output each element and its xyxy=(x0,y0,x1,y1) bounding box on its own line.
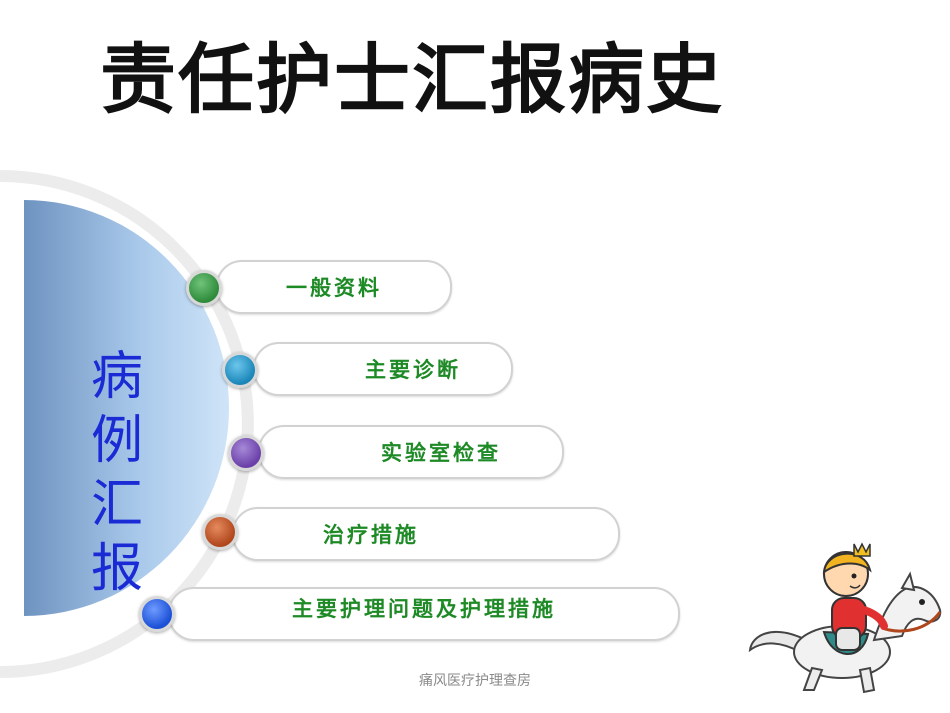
bullet-dot-icon xyxy=(202,514,238,550)
bullet-dot-icon xyxy=(139,596,175,632)
bullet-dot-icon xyxy=(186,270,222,306)
menu-item-label: 实验室检查 xyxy=(381,441,501,465)
slide-title: 责任护士汇报病史 xyxy=(100,35,724,124)
menu-item-label: 主要诊断 xyxy=(365,358,461,382)
bullet-dot-icon xyxy=(222,352,258,388)
menu-item-general-info[interactable]: 一般资料 xyxy=(216,260,452,314)
menu-item-label: 主要护理问题及护理措施 xyxy=(292,597,556,621)
menu-item-lab-tests[interactable]: 实验室检查 xyxy=(258,425,564,479)
slide-footer: 痛风医疗护理查房 xyxy=(419,673,531,689)
menu-item-label: 一般资料 xyxy=(286,276,382,300)
vertical-label: 病例汇报 xyxy=(90,347,143,599)
menu-item-label: 治疗措施 xyxy=(323,523,419,547)
menu-item-nursing-problems[interactable]: 主要护理问题及护理措施 xyxy=(168,587,680,641)
menu-item-treatment[interactable]: 治疗措施 xyxy=(232,507,620,561)
boy-riding-horse-icon xyxy=(748,542,942,694)
menu-item-main-diagnosis[interactable]: 主要诊断 xyxy=(253,342,513,396)
bullet-dot-icon xyxy=(228,435,264,471)
